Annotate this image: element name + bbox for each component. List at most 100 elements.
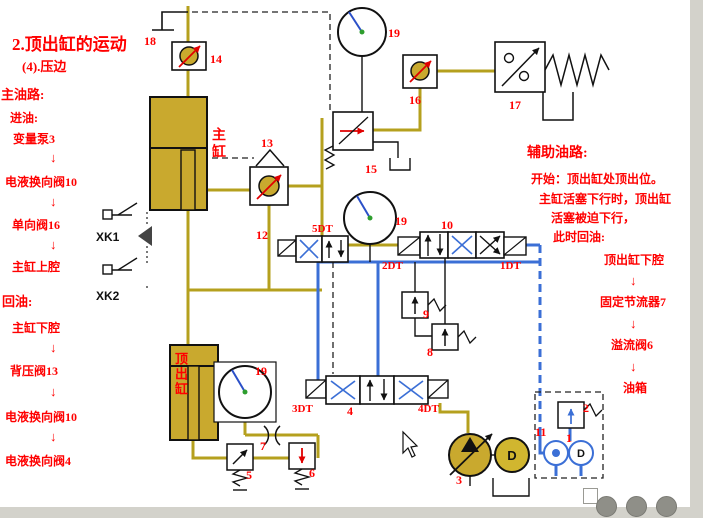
check-valve-12 <box>249 166 289 206</box>
valve-5 <box>226 443 254 491</box>
label-15: 15 <box>365 162 377 176</box>
motor-letter: D <box>507 448 516 463</box>
main-flow-step: 变量泵3 <box>13 132 56 146</box>
nav-dot-2[interactable] <box>626 496 647 517</box>
main-flow-inlet-label: 进油: <box>10 111 38 125</box>
label-17: 17 <box>509 98 521 112</box>
main-flow-step: 背压阀13 <box>10 364 59 378</box>
label-2dt: 2DT <box>382 260 403 272</box>
label-1dt: 1DT <box>500 260 521 272</box>
page-title: 2.顶出缸的运动 <box>12 35 127 54</box>
main-flow-step: 主缸下腔 <box>12 321 61 335</box>
relief-valve-6 <box>288 442 316 490</box>
label-1: 1 <box>566 431 572 445</box>
page-subtitle: (4).压边 <box>22 59 67 74</box>
nav-dot-3[interactable] <box>656 496 677 517</box>
flow-arrow: ↓ <box>630 273 637 288</box>
label-xk2: XK2 <box>96 289 120 303</box>
flow-arrow: ↓ <box>50 429 57 444</box>
pressure-gauge-middle <box>343 191 397 245</box>
flow-arrow: ↓ <box>630 359 637 374</box>
label-19-middle: 19 <box>395 214 407 228</box>
pressure-gauge-top <box>337 7 387 57</box>
main-flow-return-label: 回油: <box>2 294 33 309</box>
cam-wedge <box>138 226 152 246</box>
electric-motor: D <box>494 437 530 473</box>
label-5dt: 5DT <box>312 223 333 235</box>
label-16: 16 <box>409 93 421 107</box>
label-7: 7 <box>260 439 266 453</box>
main-flow-step: 单向阀16 <box>12 218 61 232</box>
main-flow-step: 电液换向阀10 <box>5 175 78 189</box>
aux-valve-2 <box>557 401 603 429</box>
flow-arrow: ↓ <box>50 384 57 399</box>
slide-corner-box <box>583 488 598 504</box>
aux-motor-1: D <box>568 440 594 466</box>
limit-switch-xk2 <box>102 257 138 275</box>
aux-flow-desc: 主缸活塞下行时，顶出缸 <box>539 192 672 206</box>
aux-flow-step: 溢流阀6 <box>611 338 654 352</box>
pressure-relay-17 <box>494 41 610 121</box>
label-13: 13 <box>261 136 273 150</box>
aux-pipes <box>316 243 583 476</box>
label-6: 6 <box>309 466 315 480</box>
ejector-cylinder-label: 顶出缸 <box>173 352 188 397</box>
aux-flow-step: 固定节流器7 <box>600 295 667 309</box>
label-10: 10 <box>441 218 453 232</box>
pressure-valve-8 <box>431 323 477 351</box>
check-valve-16 <box>402 54 438 89</box>
nav-dot-1[interactable] <box>596 496 617 517</box>
black-connections <box>361 56 530 497</box>
pressure-gauge-bottom <box>213 361 277 423</box>
flow-arrow: ↓ <box>630 316 637 331</box>
label-14: 14 <box>210 52 222 66</box>
label-3: 3 <box>456 473 462 487</box>
directional-valve-4 <box>305 375 449 405</box>
mouse-cursor <box>402 430 419 458</box>
pressure-valve-9 <box>401 291 447 319</box>
back-pressure-valve-13 <box>255 148 285 167</box>
main-cylinder <box>149 96 208 211</box>
fixed-throttle-7 <box>263 425 281 446</box>
label-3dt: 3DT <box>292 403 313 415</box>
label-19-top: 19 <box>388 26 400 40</box>
aux-flow-desc: 此时回油: <box>553 230 605 244</box>
ejector-cylinder <box>169 344 219 441</box>
limit-switch-xk1 <box>102 202 138 220</box>
label-xk1: XK1 <box>96 230 120 244</box>
main-flow-step: 电液换向阀10 <box>5 410 78 424</box>
label-4dt: 4DT <box>418 403 439 415</box>
breather-symbol-18 <box>152 11 188 31</box>
relief-valve-15 <box>323 111 374 170</box>
bottom-status-strip <box>0 507 703 518</box>
main-flow-step: 电液换向阀4 <box>5 454 72 468</box>
flow-arrow: ↓ <box>50 237 57 252</box>
main-cylinder-label: 主缸 <box>210 127 225 161</box>
check-valve-14 <box>171 41 207 71</box>
flow-arrow: ↓ <box>50 194 57 209</box>
pilot-valve-5dt <box>277 235 349 263</box>
label-9: 9 <box>423 307 429 321</box>
flow-arrow: ↓ <box>50 150 57 165</box>
main-flow-header: 主油路: <box>1 87 45 102</box>
main-flow-step: 主缸上腔 <box>12 260 61 274</box>
aux-flow-desc: 开始：顶出缸处顶出位。 <box>531 172 664 186</box>
aux-motor-letter: D <box>577 448 585 460</box>
pilot-lines <box>192 11 604 479</box>
variable-pump-3 <box>448 433 493 477</box>
label-8: 8 <box>427 345 433 359</box>
main-pipes <box>186 6 495 460</box>
label-2: 2 <box>583 401 589 415</box>
aux-flow-desc: 活塞被迫下行， <box>551 211 636 225</box>
label-19-bottom: 19 <box>255 364 267 378</box>
label-4: 4 <box>347 404 353 418</box>
label-11: 11 <box>535 425 546 439</box>
aux-flow-step: 油箱 <box>623 381 648 395</box>
label-5: 5 <box>246 468 252 482</box>
right-scroll-strip[interactable] <box>690 0 703 518</box>
label-12: 12 <box>256 228 268 242</box>
directional-valve-10 <box>397 231 527 259</box>
flow-arrow: ↓ <box>50 340 57 355</box>
